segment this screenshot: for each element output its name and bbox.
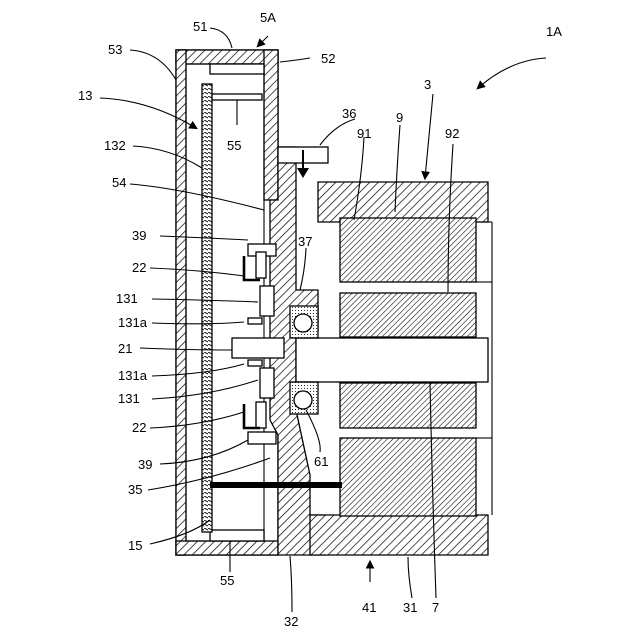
label-39-bot: 39 — [138, 457, 152, 472]
label-32: 32 — [284, 614, 298, 629]
label-132: 132 — [104, 138, 126, 153]
label-31: 31 — [403, 600, 417, 615]
label-22-bot: 22 — [132, 420, 146, 435]
label-36: 36 — [342, 106, 356, 121]
label-1A: 1A — [546, 24, 562, 39]
bearing-lower — [290, 382, 318, 414]
label-55-bot: 55 — [220, 573, 234, 588]
label-92: 92 — [445, 126, 459, 141]
fastener-15 — [210, 482, 342, 488]
label-37: 37 — [298, 234, 312, 249]
label-131a-bot: 131a — [118, 368, 148, 383]
label-131-bot: 131 — [118, 391, 140, 406]
label-15: 15 — [128, 538, 142, 553]
label-54: 54 — [112, 175, 126, 190]
label-21: 21 — [118, 341, 132, 356]
label-22-top: 22 — [132, 260, 146, 275]
label-51: 51 — [193, 19, 207, 34]
label-7: 7 — [432, 600, 439, 615]
label-53: 53 — [108, 42, 122, 57]
shaft-7 — [296, 338, 488, 382]
label-3: 3 — [424, 77, 431, 92]
label-61: 61 — [314, 454, 328, 469]
label-55-top: 55 — [227, 138, 241, 153]
label-131a-top: 131a — [118, 315, 148, 330]
label-131-top: 131 — [116, 291, 138, 306]
label-41: 41 — [362, 600, 376, 615]
label-13: 13 — [78, 88, 92, 103]
label-9: 9 — [396, 110, 403, 125]
label-52: 52 — [321, 51, 335, 66]
bearing-upper — [290, 306, 318, 338]
label-35: 35 — [128, 482, 142, 497]
label-91: 91 — [357, 126, 371, 141]
label-5A: 5A — [260, 10, 276, 25]
label-39-top: 39 — [132, 228, 146, 243]
